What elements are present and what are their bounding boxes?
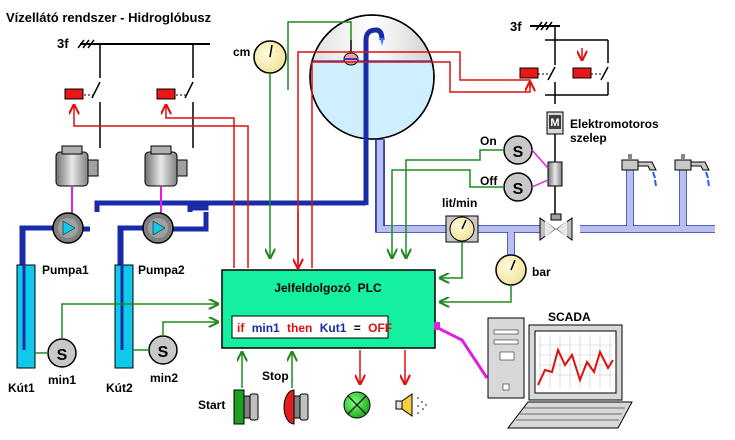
off-label: Off	[480, 174, 498, 188]
level-sensor-min2-symbol: S	[158, 344, 169, 361]
level-sensor-min1: S	[47, 338, 77, 368]
input-signals	[61, 21, 512, 388]
supply-left: 3f	[57, 36, 210, 148]
supply-right-label: 3f	[510, 19, 522, 34]
well2-label: Kút2	[106, 381, 133, 395]
rule-min1: min1	[252, 321, 280, 335]
start-button[interactable]	[233, 389, 259, 425]
gauge-cm-label: cm	[233, 45, 250, 59]
output-signals	[74, 48, 582, 384]
limit-sensor-on: S	[503, 135, 533, 165]
signal-lamp	[343, 391, 371, 419]
min1-label: min1	[48, 373, 76, 387]
well1-label: Kút1	[8, 381, 35, 395]
diagram-title: Vízellátó rendszer - Hidroglóbusz	[6, 10, 212, 25]
level-sensor-min2: S	[148, 335, 178, 365]
supply-left-label: 3f	[57, 36, 69, 51]
rule-eq: =	[354, 321, 361, 335]
start-label: Start	[198, 398, 225, 412]
plc-title: Jelfeldolgozó PLC	[274, 281, 382, 295]
plc-rule-box	[231, 315, 389, 339]
on-label: On	[480, 134, 497, 148]
relay-coil-3	[519, 67, 539, 79]
water-pipes	[19, 200, 366, 265]
pressure-gauge	[495, 254, 527, 286]
pump2-label: Pumpa2	[138, 263, 185, 277]
rule-then: then	[287, 321, 312, 335]
well-1	[16, 264, 36, 369]
scada-monitor[interactable]	[528, 324, 623, 401]
plc-rule: if min1 then Kut1 = OFF	[237, 321, 392, 335]
relay-coil-4	[572, 67, 592, 79]
motor-valve-letter: M	[550, 117, 559, 129]
pressure-tank	[309, 14, 435, 140]
relay-coil-2	[156, 88, 176, 100]
trend-line	[537, 347, 614, 386]
distribution-pipes	[375, 139, 715, 258]
relay-coil-1	[64, 88, 84, 100]
stop-label: Stop	[262, 369, 289, 383]
flow-meter	[445, 215, 479, 243]
limit-sensor-off-symbol: S	[513, 181, 524, 198]
keyboard[interactable]	[506, 401, 633, 429]
tap-2	[674, 154, 710, 187]
plc-scada-link	[435, 325, 489, 379]
flow-unit-label: lit/min	[442, 196, 477, 210]
motor-valve-label-2: szelep	[570, 131, 607, 145]
limit-sensor-off: S	[503, 172, 533, 202]
tank-inlet-pipe	[363, 27, 385, 205]
computer-tower	[487, 317, 525, 399]
tap-1	[621, 154, 657, 187]
scada-label: SCADA	[548, 310, 591, 324]
level-sensor-min1-symbol: S	[57, 347, 68, 364]
limit-sensor-on-symbol: S	[513, 144, 524, 161]
horn-icon	[395, 393, 427, 417]
pump1-label: Pumpa1	[42, 263, 89, 277]
supply-right: 3f	[510, 19, 609, 104]
level-gauge	[253, 40, 287, 74]
well-2	[114, 264, 134, 369]
motor-valve-label-1: Elektromotoros	[570, 117, 659, 131]
pump-1	[52, 145, 99, 244]
rule-off: OFF	[368, 321, 392, 335]
stop-button[interactable]	[283, 389, 309, 425]
min2-label: min2	[150, 371, 178, 385]
rule-kut1: Kut1	[320, 321, 347, 335]
motor-valve-actuator: M	[546, 111, 564, 218]
pressure-unit-label: bar	[532, 265, 551, 279]
rule-if: if	[237, 321, 245, 335]
main-valve	[539, 213, 573, 241]
pump-2	[142, 145, 188, 244]
